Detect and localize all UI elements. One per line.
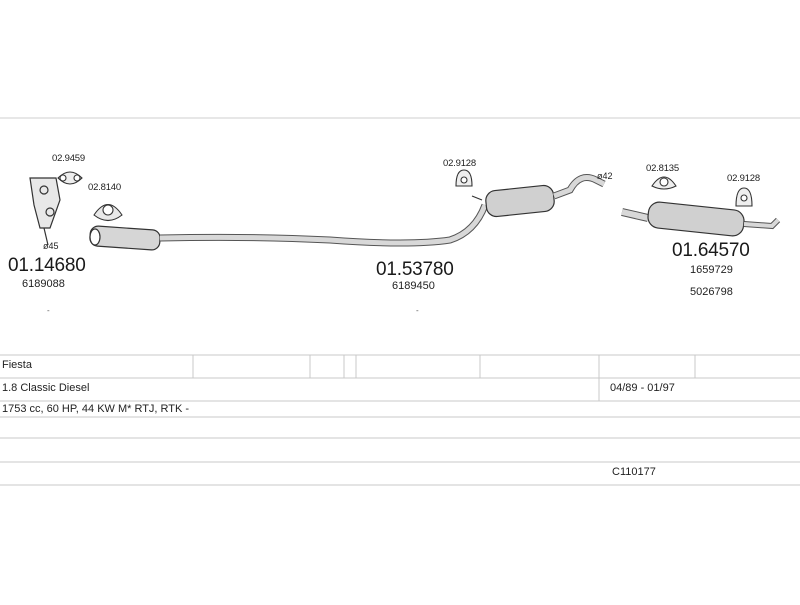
table-row-engine: 1.8 Classic Diesel 04/89 - 01/97 — [0, 378, 800, 400]
accessory-label-02-8140: 02.8140 — [88, 182, 121, 193]
accessory-label-02-9128: 02.9128 — [443, 158, 476, 169]
accessory-label-02-9459: 02.9459 — [52, 153, 85, 164]
table-row-model: Fiesta — [0, 355, 800, 377]
part-code-middle: 01.53780 — [376, 259, 454, 280]
gasket-02-9459-icon — [57, 171, 83, 185]
gasket-02-8140-icon — [93, 203, 123, 222]
date-range: 04/89 - 01/97 — [610, 382, 675, 394]
diameter-rear: ø42 — [597, 171, 613, 181]
ref-code-rear-2: 5026798 — [690, 286, 733, 298]
ref-code-middle: 6189450 — [392, 280, 435, 292]
hanger-02-9128-icon — [455, 169, 473, 187]
part-code-rear: 01.64570 — [672, 240, 750, 261]
engine-specs: 1753 cc, 60 HP, 44 KW M* RTJ, RTK - — [2, 403, 190, 415]
hanger-02-9128-rear-icon — [735, 187, 753, 207]
table-row-catalog: C110177 — [0, 462, 800, 484]
middle-pipe-drawing — [159, 174, 606, 247]
table-row-specs: 1753 cc, 60 HP, 44 KW M* RTJ, RTK - — [0, 401, 800, 423]
ref-code-rear-1: 1659729 — [690, 264, 733, 276]
ref-code-front: 6189088 — [22, 278, 65, 290]
accessory-label-02-9128-rear: 02.9128 — [727, 173, 760, 184]
marker-dot-1: - — [47, 306, 50, 315]
hanger-02-8135-icon — [651, 176, 677, 190]
spec-table-grid — [0, 354, 800, 486]
front-pipe-drawing — [29, 177, 161, 251]
engine-name: 1.8 Classic Diesel — [2, 382, 90, 394]
diameter-front: ø45 — [43, 241, 59, 251]
accessory-label-02-8135: 02.8135 — [646, 163, 679, 174]
catalog-code: C110177 — [612, 466, 656, 478]
model-name: Fiesta — [2, 359, 32, 371]
part-code-front: 01.14680 — [8, 255, 86, 276]
marker-dot-2: - — [416, 306, 419, 315]
rear-silencer-drawing — [621, 201, 781, 237]
